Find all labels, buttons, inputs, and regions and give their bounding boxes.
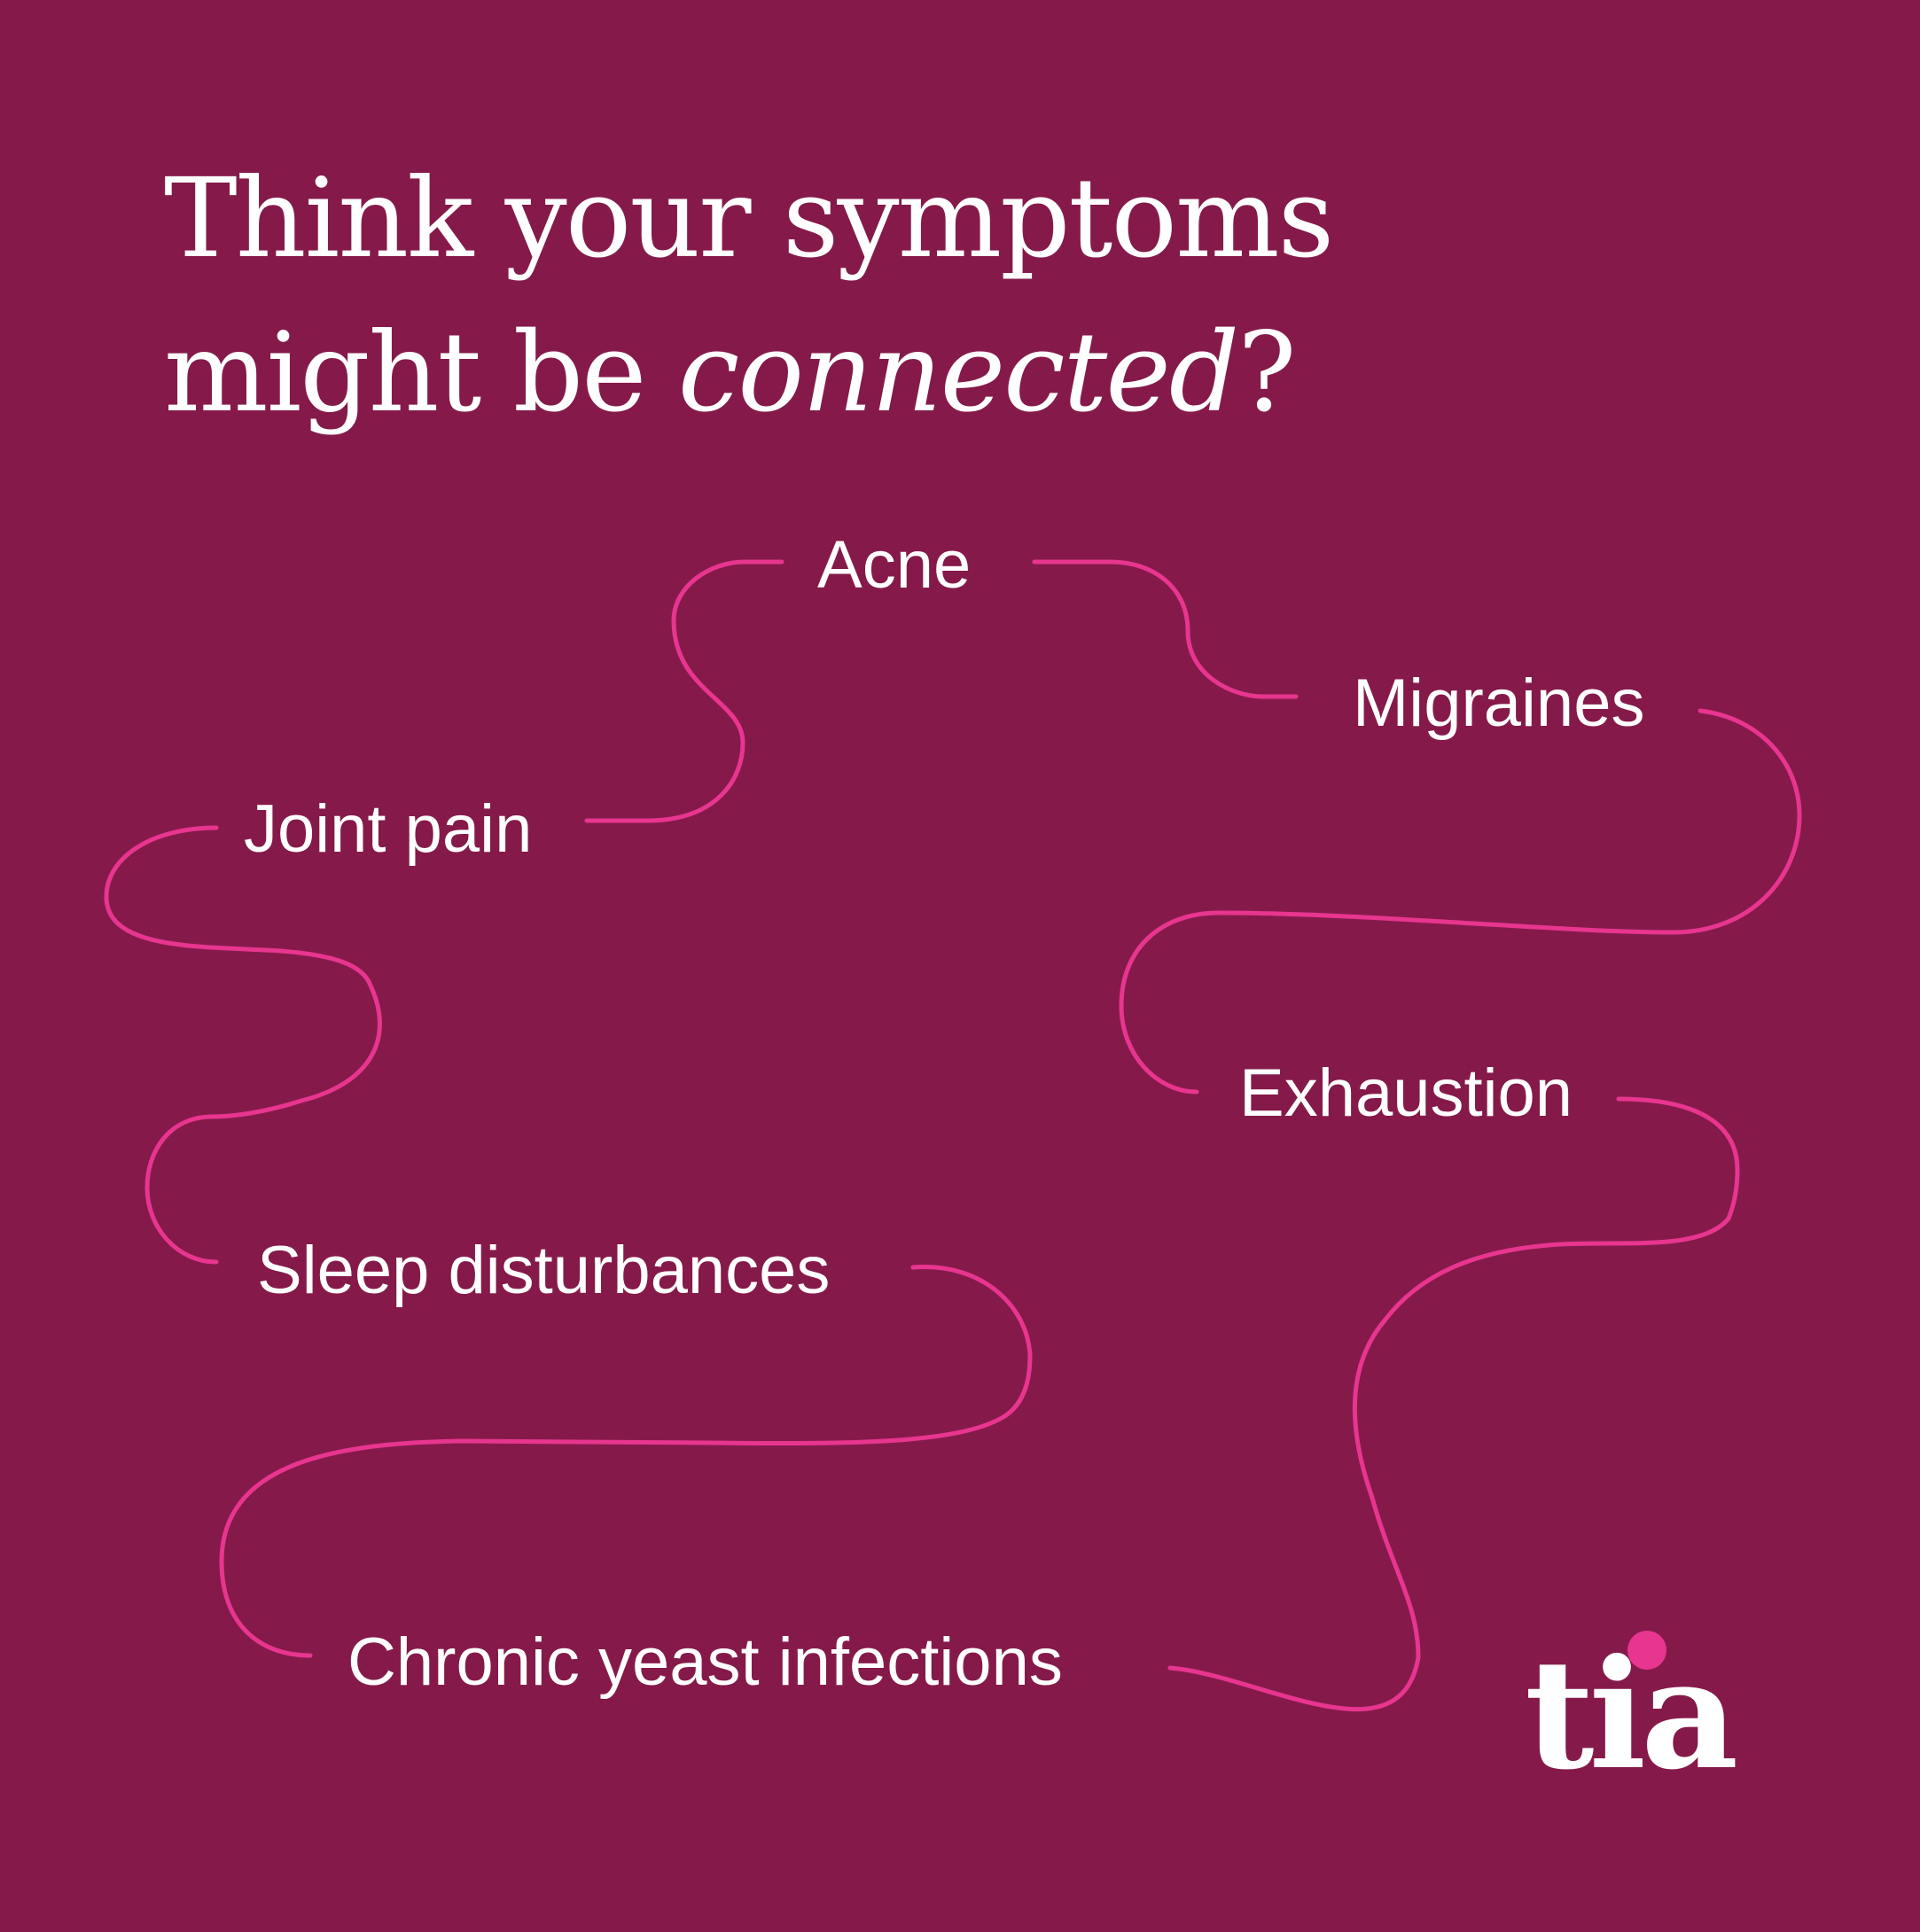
- symptom-migraines: Migraines: [1353, 666, 1645, 741]
- symptom-chronic-yeast-infections: Chronic yeast infections: [347, 1624, 1063, 1700]
- symptom-exhaustion: Exhaustion: [1239, 1056, 1573, 1131]
- squiggle-segment-migraines-exhaustion: [1119, 708, 1802, 1095]
- tia-logo: tia: [1525, 1631, 1791, 1790]
- symptom-acne: Acne: [817, 527, 972, 603]
- headline-plain: might be: [164, 309, 678, 437]
- logo-dot-icon: [1627, 1631, 1666, 1670]
- symptom-joint-pain: Joint pain: [244, 791, 533, 867]
- headline: Think your symptoms might be connected?: [164, 142, 1334, 450]
- headline-line-2: might be connected?: [164, 296, 1332, 450]
- squiggle-segment-joint-pain-sleep: [104, 825, 382, 1265]
- headline-line-1: Think your symptoms: [164, 155, 1334, 283]
- symptom-sleep-disturbances: Sleep disturbances: [257, 1233, 831, 1308]
- squiggle-segment-acne-joint-pain: [584, 559, 784, 823]
- headline-question-mark: ?: [1237, 309, 1296, 437]
- squiggle-segment-acne-migraines: [1032, 559, 1299, 699]
- squiggle-segment-exhaustion-yeast: [1167, 1096, 1740, 1712]
- squiggle-segment-sleep-yeast: [219, 1265, 1033, 1658]
- headline-italic: connected: [677, 309, 1239, 437]
- logo-wordmark: tia: [1525, 1626, 1738, 1803]
